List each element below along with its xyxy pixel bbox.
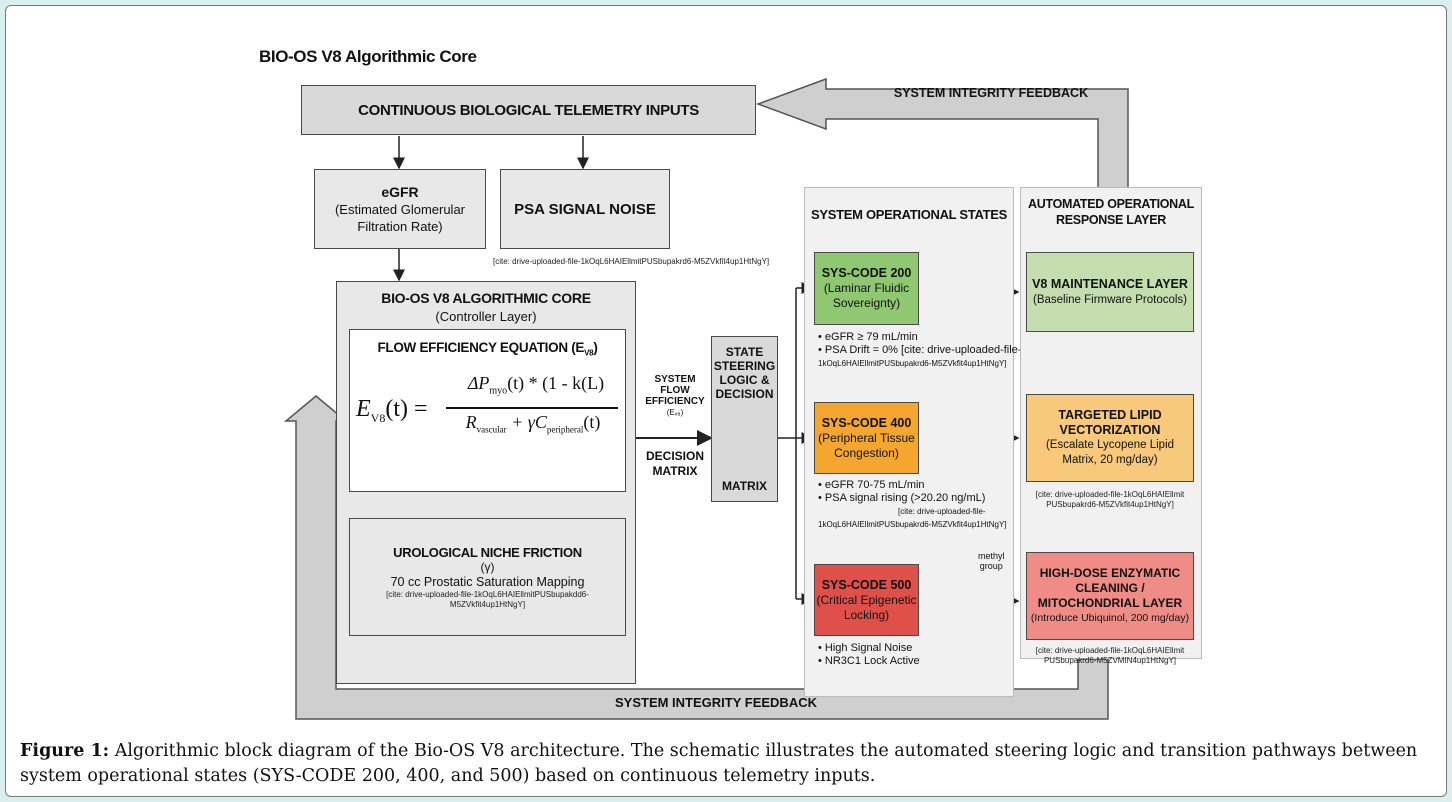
block-diagram: BIO-OS V8 Algorithmic Core CONTINUOUS BI… bbox=[256, 39, 1204, 725]
steering-text: STATE STEERING LOGIC & DECISION bbox=[713, 345, 776, 401]
states-header: SYSTEM OPERATIONAL STATES bbox=[811, 207, 1007, 222]
sys-code-200-box: SYS-CODE 200 (Laminar Fluidic Sovereignt… bbox=[814, 252, 919, 325]
targeted-lipid-box: TARGETED LIPID VECTORIZATION (Escalate L… bbox=[1026, 394, 1194, 482]
sys-code-400-box: SYS-CODE 400 (Peripheral Tissue Congesti… bbox=[814, 402, 919, 474]
equation-title: FLOW EFFICIENCY EQUATION (EV8) bbox=[377, 340, 598, 358]
sys-code-500-box: SYS-CODE 500 (Critical Epigenetic Lockin… bbox=[814, 564, 919, 636]
state-steering-box: STATE STEERING LOGIC & DECISION MATRIX bbox=[711, 336, 778, 502]
system-flow-efficiency-label: SYSTEM FLOW EFFICIENCY (Eᵥ₈) bbox=[645, 374, 705, 417]
telemetry-inputs-box: CONTINUOUS BIOLOGICAL TELEMETRY INPUTS bbox=[301, 85, 756, 135]
state-500-bullets: • High Signal Noise • NR3C1 Lock Active bbox=[818, 642, 920, 667]
friction-symbol: (γ) bbox=[480, 559, 495, 574]
friction-cite-1: [cite: drive-uploaded-file-1kOqL6HAIEllm… bbox=[386, 589, 589, 599]
telemetry-label: CONTINUOUS BIOLOGICAL TELEMETRY INPUTS bbox=[358, 101, 699, 119]
equation-denominator: Rvascular + γCperipheral(t) bbox=[465, 412, 601, 435]
response-header: AUTOMATED OPERATIONAL RESPONSE LAYER bbox=[1028, 197, 1194, 227]
egfr-line2: Filtration Rate) bbox=[357, 218, 443, 234]
steering-matrix: MATRIX bbox=[721, 479, 768, 493]
equation-fraction-bar bbox=[446, 407, 618, 409]
v8-maintenance-layer-box: V8 MAINTENANCE LAYER (Baseline Firmware … bbox=[1026, 252, 1194, 332]
friction-cite-2: M5ZVkfit4up1HtNgY] bbox=[449, 599, 526, 609]
feedback-top-arrow bbox=[755, 77, 1129, 190]
feedback-bottom-label: SYSTEM INTEGRITY FEEDBACK bbox=[614, 695, 817, 710]
flow-efficiency-equation-box: FLOW EFFICIENCY EQUATION (EV8) bbox=[349, 329, 626, 492]
urological-friction-box: UROLOGICAL NICHE FRICTION (γ) 70 cc Pros… bbox=[349, 518, 626, 636]
core-title: BIO-OS V8 ALGORITHMIC CORE bbox=[381, 290, 591, 306]
figure-caption: Figure 1: Algorithmic block diagram of t… bbox=[20, 739, 1440, 789]
equation-numerator: ΔPmyo(t) * (1 - k(L) bbox=[467, 373, 605, 397]
diagram-header-title: BIO-OS V8 Algorithmic Core bbox=[259, 47, 477, 66]
friction-desc: 70 cc Prostatic Saturation Mapping bbox=[390, 574, 585, 589]
state-200-bullets: • eGFR ≥ 79 mL/min • PSA Drift = 0% [cit… bbox=[818, 331, 1022, 368]
state-400-bullets: • eGFR 70-75 mL/min • PSA signal rising … bbox=[818, 479, 1007, 529]
resp-400-cite: [cite: drive-uploaded-file-1kOqL6HAIEllm… bbox=[1035, 490, 1185, 509]
egfr-line1: (Estimated Glomerular bbox=[334, 201, 466, 217]
psa-cite: [cite: drive-uploaded-file-1kOqL6HAIEllm… bbox=[493, 257, 770, 266]
high-dose-enzymatic-box: HIGH-DOSE ENZYMATIC CLEANING / MITOCHOND… bbox=[1026, 552, 1194, 640]
equation-lhs: EV8(t) = bbox=[356, 396, 428, 425]
psa-signal-noise-box: PSA SIGNAL NOISE bbox=[500, 169, 670, 249]
psa-title: PSA SIGNAL NOISE bbox=[514, 200, 656, 218]
figure-frame: BIO-OS V8 Algorithmic Core CONTINUOUS BI… bbox=[5, 5, 1447, 797]
resp-500-cite: [cite: drive-uploaded-file-1kOqL6HAIEllm… bbox=[1035, 646, 1185, 665]
friction-title: UROLOGICAL NICHE FRICTION bbox=[393, 544, 582, 560]
methyl-group-label: methyl group bbox=[978, 551, 1005, 571]
core-subtitle: (Controller Layer) bbox=[435, 309, 537, 324]
egfr-title: eGFR bbox=[381, 183, 419, 200]
feedback-top-label: SYSTEM INTEGRITY FEEDBACK bbox=[893, 86, 1089, 100]
feedback-bottom-arrow bbox=[283, 395, 1109, 720]
egfr-box: eGFR (Estimated Glomerular Filtration Ra… bbox=[314, 169, 486, 249]
caption-label: Figure 1: bbox=[20, 741, 110, 761]
decision-matrix-label: DECISION MATRIX bbox=[645, 449, 704, 478]
caption-text: Algorithmic block diagram of the Bio-OS … bbox=[20, 741, 1418, 786]
